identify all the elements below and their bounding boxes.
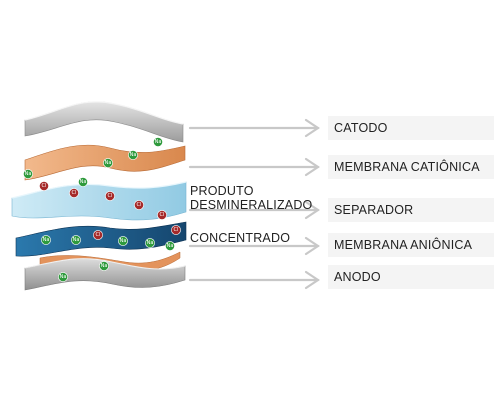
svg-text:Na: Na <box>120 238 127 244</box>
arrow-membrana-anionica <box>188 236 320 256</box>
sodium-ion: Na <box>41 235 51 245</box>
sodium-ion: Na <box>103 158 113 168</box>
produto-line2: DESMINERALIZADO <box>190 198 313 212</box>
svg-text:Na: Na <box>60 274 67 280</box>
svg-text:Cl: Cl <box>96 232 101 238</box>
chloride-ion: Cl <box>93 230 103 240</box>
sodium-ion: Na <box>165 241 175 251</box>
label-separador: SEPARADOR <box>328 198 494 222</box>
chloride-ion: Cl <box>39 181 49 191</box>
svg-text:Cl: Cl <box>72 190 77 196</box>
svg-text:Na: Na <box>147 240 154 246</box>
sodium-ion: Na <box>71 235 81 245</box>
label-separador-text: SEPARADOR <box>334 203 414 217</box>
sodium-ion: Na <box>78 177 88 187</box>
label-membrana-anionica-text: MEMBRANA ANIÔNICA <box>334 238 473 252</box>
label-membrana-cationica-text: MEMBRANA CATIÔNICA <box>334 160 480 174</box>
arrow-anodo <box>188 270 320 290</box>
arrow-membrana-cationica <box>188 157 320 177</box>
svg-text:Cl: Cl <box>108 193 113 199</box>
svg-text:Na: Na <box>101 263 108 269</box>
arrow-catodo <box>188 118 320 138</box>
svg-text:Na: Na <box>155 139 162 145</box>
chloride-ion: Cl <box>69 188 79 198</box>
svg-text:Cl: Cl <box>137 202 142 208</box>
label-membrana-anionica: MEMBRANA ANIÔNICA <box>328 233 494 257</box>
svg-text:Na: Na <box>80 179 87 185</box>
anodo-plate <box>24 258 186 291</box>
svg-text:Na: Na <box>130 152 137 158</box>
svg-text:Cl: Cl <box>42 183 47 189</box>
svg-text:Na: Na <box>73 237 80 243</box>
label-anodo-text: ANODO <box>334 270 381 284</box>
label-catodo-text: CATODO <box>334 121 388 135</box>
separator-sheet <box>11 181 187 221</box>
produto-line1: PRODUTO <box>190 184 254 198</box>
sodium-ion: Na <box>58 272 68 282</box>
chloride-ion: Cl <box>134 200 144 210</box>
svg-text:Na: Na <box>43 237 50 243</box>
sodium-ion: Na <box>99 261 109 271</box>
label-catodo: CATODO <box>328 116 494 140</box>
chloride-ion: Cl <box>157 210 167 220</box>
sodium-ion: Na <box>145 238 155 248</box>
label-membrana-cationica: MEMBRANA CATIÔNICA <box>328 155 494 179</box>
svg-text:Na: Na <box>167 243 174 249</box>
sodium-ion: Na <box>128 150 138 160</box>
chloride-ion: Cl <box>105 191 115 201</box>
sodium-ion: Na <box>118 236 128 246</box>
chloride-ion: Cl <box>171 225 181 235</box>
catodo-plate <box>24 101 184 143</box>
sodium-ion: Na <box>153 137 163 147</box>
label-arrows <box>188 118 320 290</box>
stream-label-produto: PRODUTO DESMINERALIZADO <box>190 184 312 212</box>
svg-text:Na: Na <box>105 160 112 166</box>
svg-text:Cl: Cl <box>174 227 179 233</box>
stream-label-concentrado: CONCENTRADO <box>190 231 291 245</box>
label-anodo: ANODO <box>328 265 494 289</box>
svg-text:Cl: Cl <box>160 212 165 218</box>
arrow-separador <box>188 200 320 220</box>
sodium-ion: Na <box>23 169 33 179</box>
svg-text:Na: Na <box>25 171 32 177</box>
